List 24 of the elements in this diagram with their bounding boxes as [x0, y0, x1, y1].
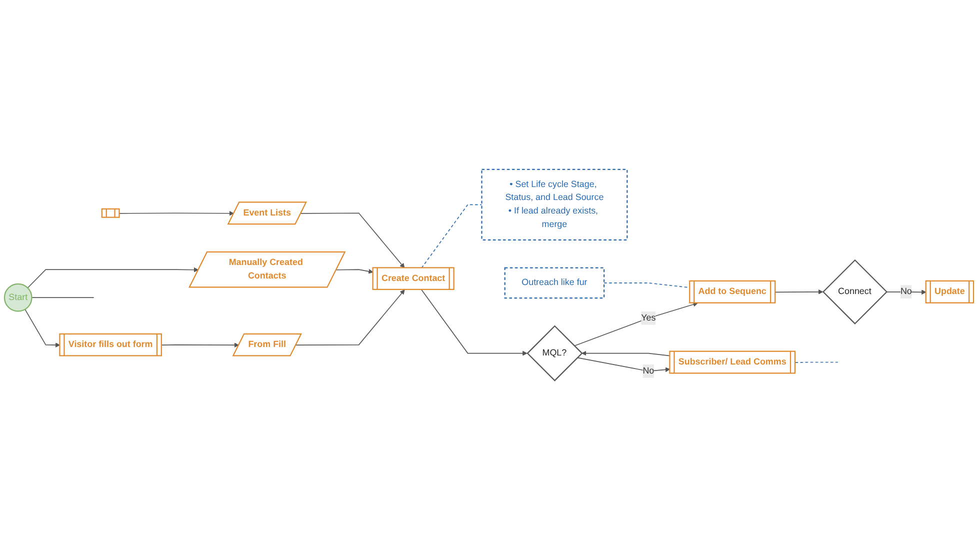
node-diamond: Connect [822, 259, 888, 324]
arrow [300, 212, 405, 268]
arrow [296, 290, 405, 346]
edge-label: No [900, 286, 912, 296]
node-box: Outreach like fur [504, 267, 605, 299]
node-diamond: MQL? [526, 325, 583, 382]
connector [421, 204, 482, 268]
arrow [161, 342, 240, 348]
arrow [336, 268, 374, 274]
connector [31, 297, 94, 298]
node-circle: Start [4, 283, 32, 312]
arrow [421, 289, 528, 356]
node-box [101, 208, 120, 218]
arrow [24, 308, 60, 348]
arrow [27, 267, 199, 288]
connector [794, 362, 838, 363]
node-box: • Set Life cycle Stage, Status, and Lead Source • If lead already exists, merge [481, 168, 628, 240]
arrow [576, 357, 670, 372]
edge-label: Yes [641, 313, 656, 323]
edge-label: No [642, 366, 654, 376]
arrow [574, 302, 698, 346]
arrow [774, 289, 824, 294]
arrow [582, 350, 670, 356]
arrow [119, 210, 234, 216]
